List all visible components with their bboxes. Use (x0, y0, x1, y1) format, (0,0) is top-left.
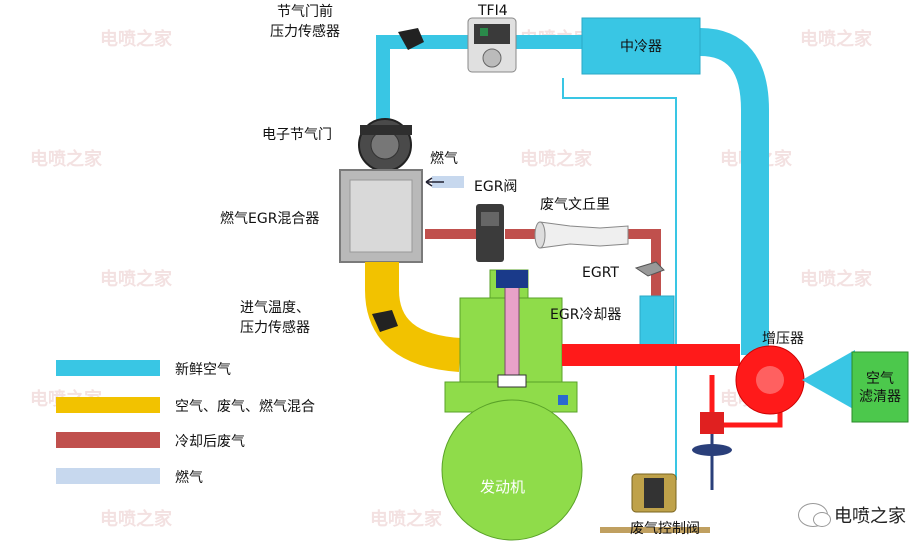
label-egrt: EGRT (582, 265, 619, 281)
tfi4-device (467, 17, 517, 73)
legend-swatch-mixture (56, 397, 160, 413)
legend-label-gas: 燃气 (175, 470, 203, 486)
label-wastegate-control-valve: 废气控制阀 (630, 521, 700, 537)
label-tfi4: TFI4 (478, 3, 508, 19)
legend-label-fresh-air: 新鲜空气 (175, 362, 231, 378)
svg-text:电喷之家: 电喷之家 (100, 268, 173, 290)
label-egr-cooler: EGR冷却器 (550, 307, 622, 323)
egrt-sensor (634, 261, 665, 277)
piston-rod (504, 279, 520, 381)
label-intake-sensor: 进气温度、 压力传感器 (240, 300, 310, 336)
svg-text:电喷之家: 电喷之家 (100, 28, 173, 50)
label-air-filter: 空气 滤清器 (859, 371, 901, 405)
svg-text:电喷之家: 电喷之家 (100, 508, 173, 530)
pre-throttle-pressure-sensor (398, 28, 424, 50)
wastegate-valve-device (692, 412, 732, 490)
svg-text:电喷之家: 电喷之家 (800, 268, 873, 290)
label-gas-egr-mixer: 燃气EGR混合器 (220, 211, 320, 227)
exhaust-venturi-device (534, 221, 629, 249)
engine-sensor (558, 395, 568, 405)
svg-text:电喷之家: 电喷之家 (30, 148, 103, 170)
svg-text:电喷之家: 电喷之家 (800, 28, 873, 50)
electronic-throttle-device (358, 118, 412, 172)
label-turbocharger: 增压器 (762, 331, 804, 347)
mixture-pipe (365, 262, 462, 372)
gas-inlet (432, 176, 464, 188)
engine-crankcase (441, 399, 583, 541)
fresh-air-pipe-right (699, 28, 769, 355)
footer-brand-text: 电喷之家 (834, 506, 906, 527)
intercooler-box (581, 17, 701, 75)
svg-text:电喷之家: 电喷之家 (370, 508, 443, 530)
label-venturi: 废气文丘里 (540, 197, 610, 213)
air-filter-box (851, 351, 909, 423)
label-egr-valve: EGR阀 (474, 179, 518, 195)
label-gas: 燃气 (430, 151, 458, 167)
svg-text:电喷之家: 电喷之家 (520, 148, 593, 170)
legend-label-cooled-exhaust: 冷却后废气 (175, 434, 245, 450)
egr-cooler (639, 295, 675, 347)
label-intercooler: 中冷器 (620, 39, 662, 55)
turbo-air-intake (802, 350, 855, 410)
wastegate-signal-line (562, 78, 677, 480)
legend-swatch-fresh-air (56, 360, 160, 376)
footer-brand: 电喷之家 (798, 502, 906, 528)
egr-valve-device (476, 204, 504, 262)
intake-temp-pressure-sensor (372, 310, 398, 332)
label-electronic-throttle: 电子节气门 (262, 127, 332, 143)
wechat-icon (798, 503, 831, 527)
egr-valve-actuator (496, 270, 528, 288)
label-engine: 发动机 (480, 478, 526, 496)
legend-swatch-gas (56, 468, 160, 484)
legend-swatch-cooled-exhaust (56, 432, 160, 448)
wastegate-control-valve-device (600, 473, 710, 533)
label-pre-throttle-sensor: 节气门前 压力传感器 (270, 4, 340, 40)
cooled-exhaust-pipe-venturi (628, 229, 661, 296)
legend-label-mixture: 空气、废气、燃气混合 (175, 399, 315, 415)
